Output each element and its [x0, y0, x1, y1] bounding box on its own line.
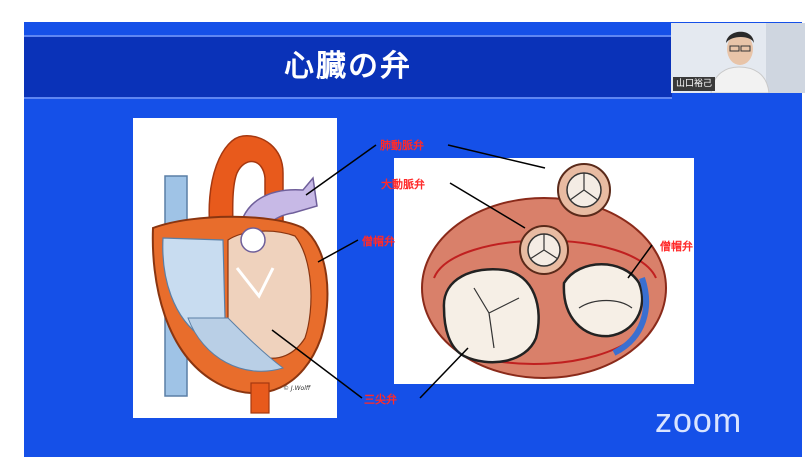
zoom-logo: zoom [655, 402, 742, 441]
participant-video-thumbnail[interactable]: 山口裕己 [671, 23, 805, 93]
label-pulmonary-valve: 肺動脈弁 [380, 137, 424, 153]
label-mitral-valve-right: 僧帽弁 [660, 238, 693, 254]
label-mitral-valve-left: 僧帽弁 [362, 233, 395, 249]
label-tricuspid-valve: 三尖弁 [364, 391, 397, 407]
label-aortic-valve: 大動脈弁 [381, 176, 425, 192]
participant-name-tag: 山口裕己 [673, 77, 715, 91]
